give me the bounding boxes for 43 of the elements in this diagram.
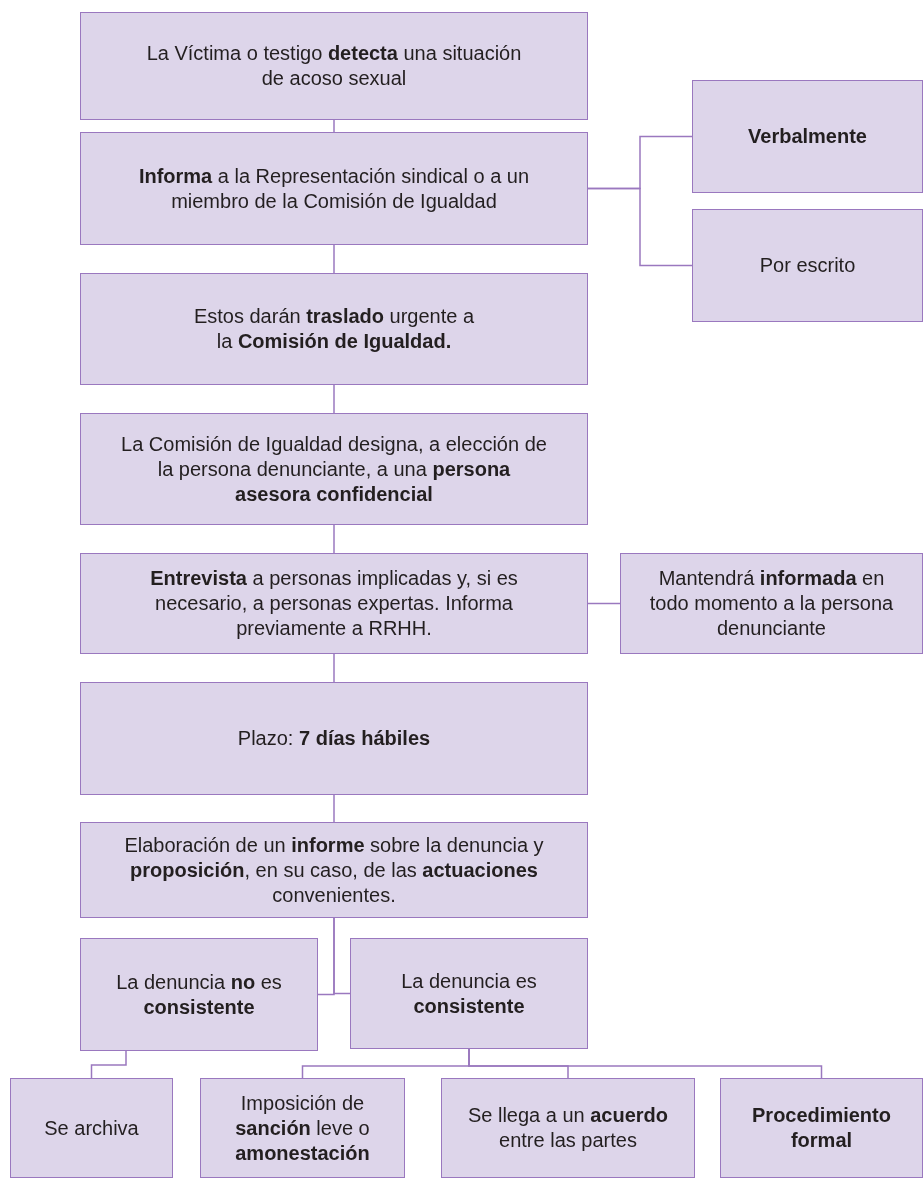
process-box (80, 12, 588, 120)
process-box (350, 938, 588, 1049)
box-text: Mantendrá informada en todo momento a la persona denunciante (648, 566, 895, 641)
box-text: Por escrito (759, 253, 856, 278)
connector-line (587, 187, 693, 267)
box-text: Elaboración de un informe sobre la denuncia y proposición, en su caso, de las actuaciones convenientes. (124, 832, 544, 908)
box-text: Plazo: 7 días hábiles (237, 726, 431, 751)
connector-line (333, 524, 335, 554)
connector-line (333, 244, 335, 274)
process-box (720, 1078, 923, 1178)
process-box (80, 553, 588, 654)
box-text: Entrevista a personas implicadas y, si es necesario, a personas expertas. Informa previamente a RRHH. (149, 566, 519, 641)
box-text: Imposición de sanción leve o amonestación (234, 1090, 371, 1166)
process-box (692, 209, 923, 322)
connector-line (587, 602, 621, 605)
process-box (692, 80, 923, 193)
process-box (441, 1078, 695, 1178)
process-box (80, 822, 588, 918)
process-box (10, 1078, 173, 1178)
process-box (80, 682, 588, 795)
connector-line (333, 384, 335, 414)
box-text: Se llega a un acuerdo entre las partes (466, 1103, 670, 1153)
process-box (620, 553, 923, 654)
box-text: La Comisión de Igualdad designa, a elección de la persona denunciante, a una persona asesora confidencial (120, 431, 548, 507)
connector-line (333, 794, 335, 823)
box-text: Estos darán traslado urgente a la Comisión de Igualdad. (192, 304, 476, 354)
connector-line (333, 917, 351, 995)
connector-line (333, 653, 335, 683)
process-box (80, 413, 588, 525)
connector-line (468, 1048, 823, 1079)
box-text: Procedimiento formal (751, 1103, 892, 1153)
box-text: La Víctima o testigo detecta una situación de acoso sexual (145, 41, 523, 91)
box-text: La denuncia no es consistente (115, 969, 283, 1020)
box-text: La denuncia es consistente (400, 968, 538, 1019)
process-box (80, 938, 318, 1051)
process-box (200, 1078, 405, 1178)
process-box (80, 273, 588, 385)
connector-line (333, 119, 335, 133)
box-text: Informa a la Representación sindical o a un miembro de la Comisión de Igualdad (137, 163, 531, 214)
process-box (80, 132, 588, 245)
box-text: Verbalmente (748, 124, 867, 149)
box-text: Se archiva (44, 1115, 139, 1141)
connector-line (90, 1050, 127, 1079)
